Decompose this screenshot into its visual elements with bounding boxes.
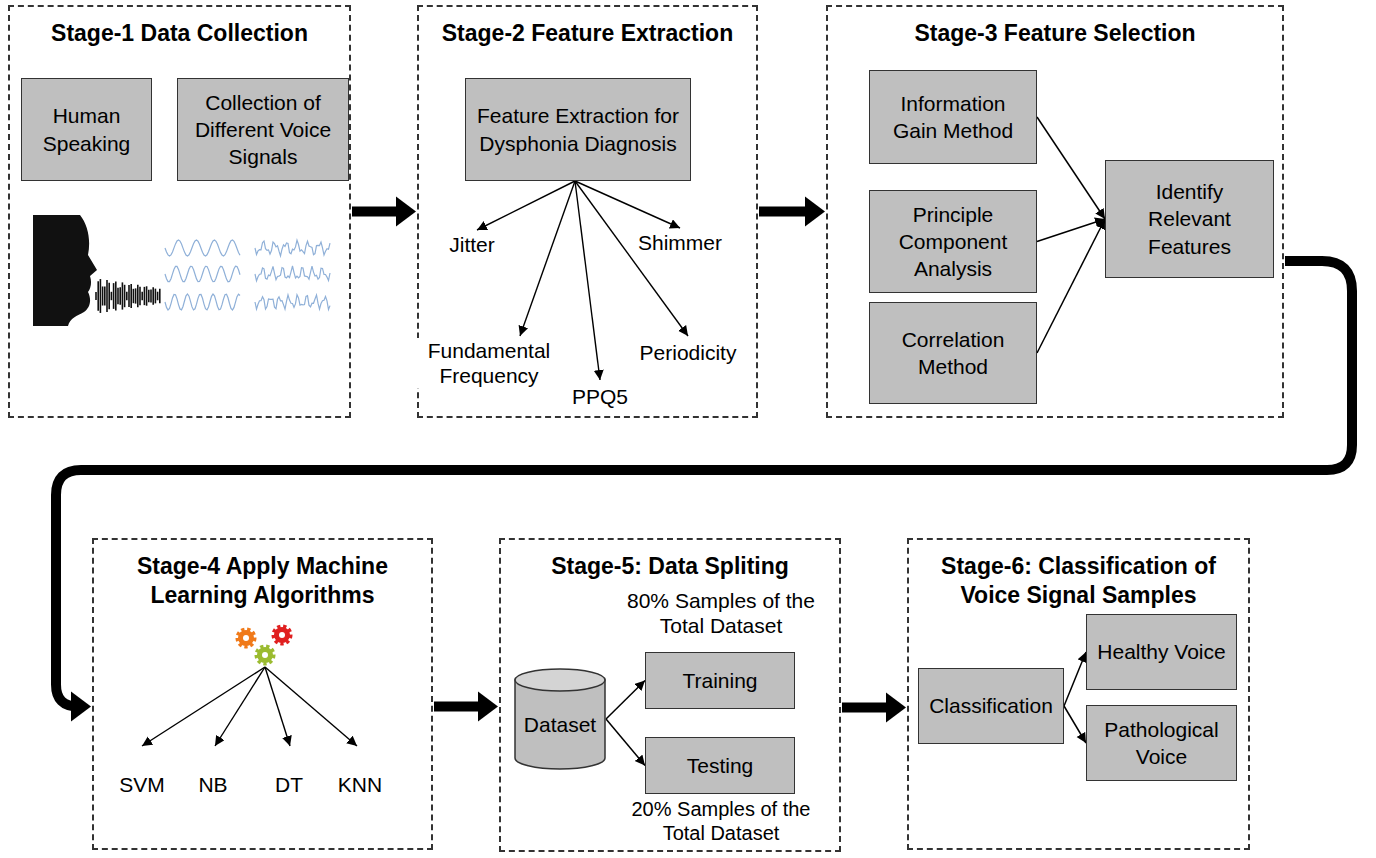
voice-signal-plots [165,240,330,310]
stage-panel: Stage-1 Data CollectionHuman Speaking Col… [8,5,351,418]
process-box: Testing [645,737,795,794]
box-label: Information Gain Method [876,90,1030,145]
box-label: Feature Extraction for Dysphonia Diagnos… [472,102,684,157]
stage-arrow [434,691,498,721]
process-box: Feature Extraction for Dysphonia Diagnos… [465,78,691,181]
algorithm-label: DT [262,772,316,797]
sound-wave [96,279,160,313]
box-label: Correlation Method [876,326,1030,381]
flow-arrow [1037,117,1105,219]
process-box: Collection of Different Voice Signals [177,78,349,181]
process-box: Human Speaking [21,78,152,181]
stage-panel: Stage-3 Feature SelectionInformation Gai… [826,5,1284,418]
stage-heading: Stage-3 Feature Selection [828,19,1282,48]
stage-panel: Stage-6: Classification of Voice Signal … [907,538,1250,850]
process-box: Classification [918,668,1064,744]
feature-label: Jitter [440,232,504,257]
algorithm-leaders [142,667,357,746]
box-label: Principle Component Analysis [876,201,1030,283]
algorithm-label: NB [186,772,240,797]
stage-heading: Stage-2 Feature Extraction [419,19,756,48]
dataset-cylinder: Dataset [514,668,606,770]
stage-heading: Stage-1 Data Collection [10,19,349,48]
stage-arrow [352,197,416,227]
stage-arrow [56,261,1352,721]
box-label: Classification [929,692,1053,719]
algorithm-label: KNN [327,772,393,797]
box-label: Human Speaking [28,102,145,157]
algorithm-label: SVM [112,772,172,797]
box-label: Collection of Different Voice Signals [184,89,342,171]
stage-heading: Stage-6: Classification of Voice Signal … [909,552,1248,610]
flow-arrow [1037,219,1105,353]
process-box: Correlation Method [869,302,1037,404]
box-label: Pathological Voice [1093,716,1230,771]
process-box: Identify Relevant Features [1105,160,1274,278]
process-box: Principle Component Analysis [869,190,1037,293]
feature-label: Shimmer [630,230,730,255]
process-box: Information Gain Method [869,70,1037,164]
box-label: Testing [687,752,754,779]
split-note: 80% Samples of the Total Dataset [621,588,821,638]
process-box: Healthy Voice [1086,614,1237,690]
box-label: Dataset [524,713,596,737]
stage-panel: Stage-4 Apply Machine Learning Algorithm… [92,538,433,850]
flow-arrow [1064,706,1086,743]
feature-label: PPQ5 [568,384,632,409]
feature-label: Periodicity [628,340,748,365]
box-label: Identify Relevant Features [1112,178,1267,260]
process-box: Pathological Voice [1086,705,1237,781]
speaker-head [33,215,97,326]
gears [238,627,290,663]
feature-label: Fundamental Frequency [414,338,564,388]
flow-arrow [606,681,645,720]
flow-arrow [1064,652,1086,706]
flow-arrow [606,719,645,766]
stage-arrow [759,197,825,227]
box-label: Training [682,667,757,694]
stage-heading: Stage-5: Data Spliting [501,552,839,581]
box-label: Healthy Voice [1097,638,1225,665]
stage-heading: Stage-4 Apply Machine Learning Algorithm… [94,552,431,610]
split-note: 20% Samples of the Total Dataset [621,797,821,845]
stage-arrow [842,693,906,723]
process-box: Training [645,652,795,709]
